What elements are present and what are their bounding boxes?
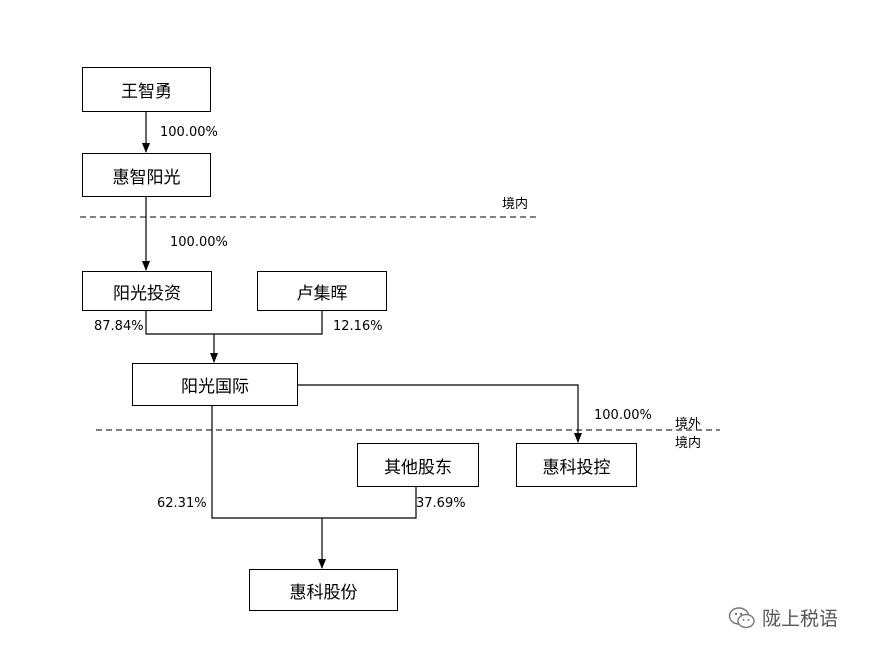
zone-label-domestic-top: 境内 [502, 197, 529, 212]
zone-label-domestic-bottom: 境内 [675, 436, 702, 451]
edge-label-wang-huizhi: 100.00% [160, 125, 218, 140]
node-yangguang-invest: 阳光投资 [82, 271, 212, 311]
edge-merge-intl-other [211, 406, 417, 519]
edge-label-lu-intl: 12.16% [333, 319, 383, 334]
edge-intl-holdings [298, 384, 582, 443]
wechat-icon [728, 606, 755, 628]
node-other-holders: 其他股东 [357, 443, 479, 487]
watermark-text: 陇上税语 [762, 608, 839, 630]
watermark: 陇上税语 [728, 604, 838, 631]
edge-merge-invest-lu [145, 311, 323, 335]
node-label: 卢集晖 [296, 283, 348, 304]
node-yangguang-intl: 阳光国际 [132, 363, 298, 406]
edge-label-huizhi-invest: 100.00% [170, 235, 228, 250]
node-lu-jihui: 卢集晖 [257, 271, 387, 311]
node-label: 阳光投资 [113, 283, 181, 304]
edge-label-intl-holdings: 100.00% [594, 408, 652, 423]
edge-label-other-shares: 37.69% [416, 496, 466, 511]
node-huike-holdings: 惠科投控 [516, 443, 637, 487]
node-wang-zhiyong: 王智勇 [82, 67, 211, 112]
node-huike-shares: 惠科股份 [249, 569, 398, 611]
node-huizhi-yangguang: 惠智阳光 [82, 153, 211, 197]
node-label: 惠智阳光 [112, 167, 181, 188]
zone-label-overseas: 境外 [675, 417, 702, 432]
node-label: 王智勇 [121, 82, 172, 102]
node-label: 惠科股份 [289, 582, 358, 603]
node-label: 其他股东 [384, 457, 452, 478]
node-label: 阳光国际 [181, 377, 249, 397]
edge-label-invest-intl: 87.84% [94, 319, 144, 334]
edge-label-intl-shares: 62.31% [157, 496, 207, 511]
node-label: 惠科投控 [542, 457, 611, 478]
